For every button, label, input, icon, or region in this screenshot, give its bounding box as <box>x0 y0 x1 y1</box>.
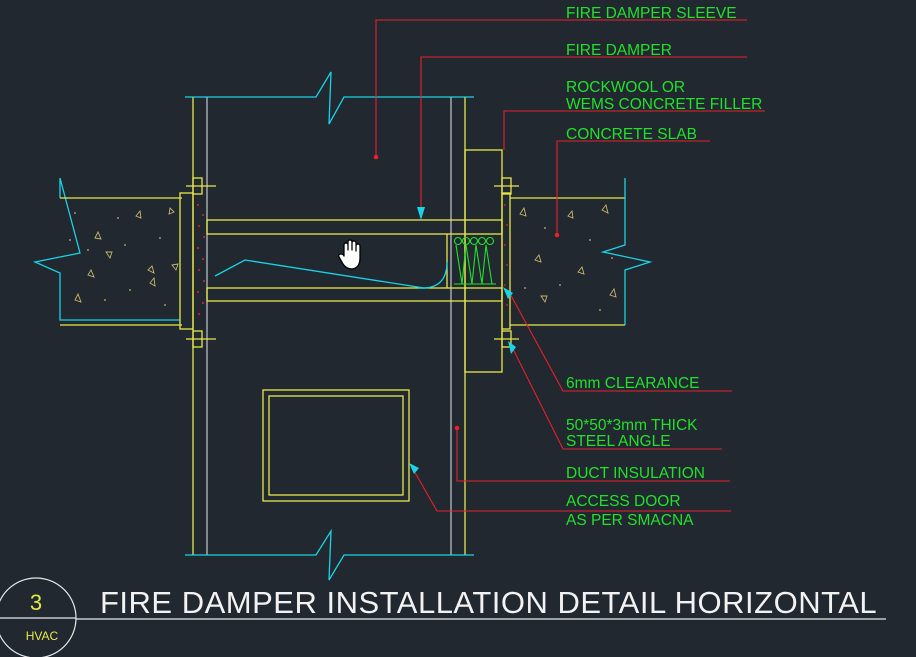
leader-lines <box>375 19 765 512</box>
label-access-door-line1: ACCESS DOOR <box>566 493 681 510</box>
label-rockwool-line1: ROCKWOOL OR <box>566 79 685 96</box>
label-concrete-slab: CONCRETE SLAB <box>566 126 697 143</box>
concrete-slab-right <box>510 178 653 326</box>
damper-spring-pack <box>453 236 496 285</box>
detail-bubble: 3 HVAC <box>0 577 77 657</box>
label-access-door-line2: AS PER SMACNA <box>566 512 694 529</box>
break-line-top <box>185 71 474 125</box>
label-fire-damper: FIRE DAMPER <box>566 42 672 59</box>
access-door <box>262 389 410 502</box>
label-fire-damper-sleeve: FIRE DAMPER SLEEVE <box>566 5 737 22</box>
leader-arrows <box>409 207 516 474</box>
fire-damper-sleeve <box>179 149 519 373</box>
leader-dots <box>373 154 560 431</box>
label-steel-angle-line2: STEEL ANGLE <box>566 433 671 450</box>
rockwool-filler <box>197 204 508 315</box>
concrete-slab-left <box>32 177 182 326</box>
label-clearance: 6mm CLEARANCE <box>566 375 700 392</box>
damper-blade <box>214 259 448 289</box>
detail-number: 3 <box>30 590 42 615</box>
duct-walls <box>192 97 466 555</box>
label-steel-angle-line1: 50*50*3mm THICK <box>566 417 698 434</box>
fire-damper <box>206 219 503 302</box>
label-duct-insulation: DUCT INSULATION <box>566 465 705 482</box>
hand-pointer-icon <box>338 239 361 270</box>
label-rockwool-line2: WEMS CONCRETE FILLER <box>566 96 762 113</box>
break-line-bottom <box>185 528 474 581</box>
detail-discipline: HVAC <box>26 629 59 643</box>
drawing-title: FIRE DAMPER INSTALLATION DETAIL HORIZONT… <box>100 585 877 620</box>
